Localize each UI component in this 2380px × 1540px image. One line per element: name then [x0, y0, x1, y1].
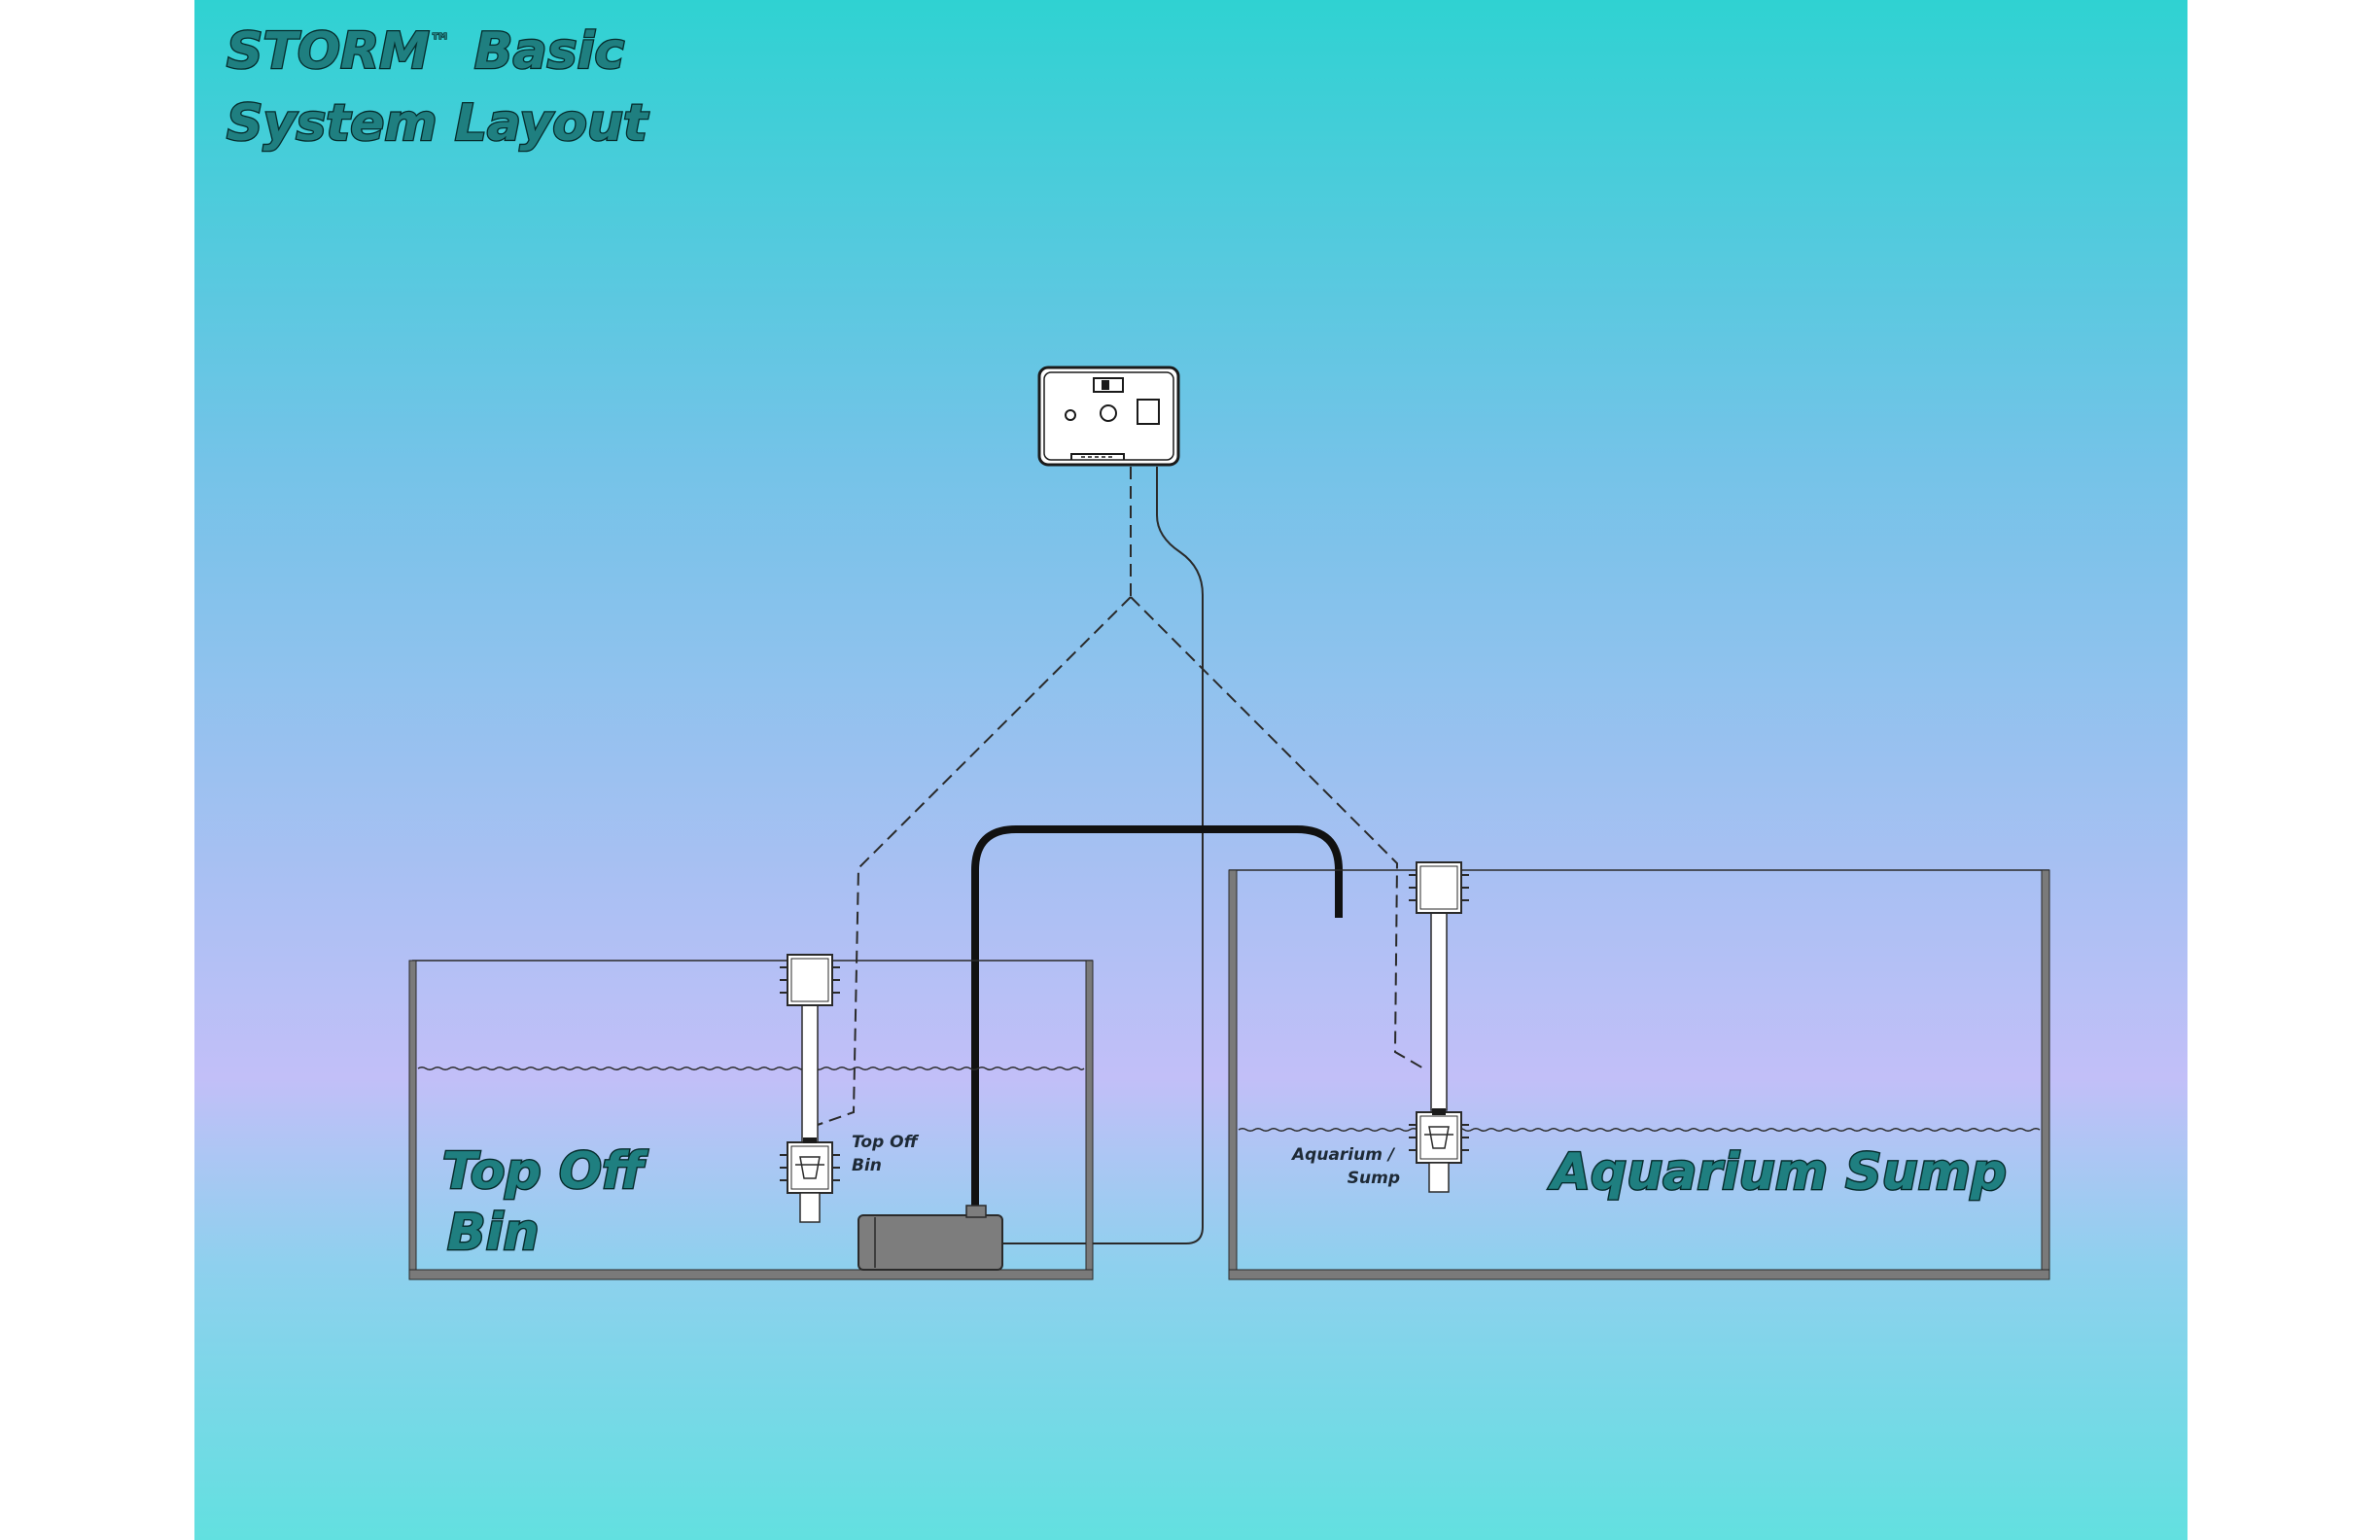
title-line-1: STORM™ Basic: [227, 22, 624, 81]
trademark-symbol: ™: [430, 30, 451, 54]
sump-sensor-label-line-2: Sump: [1348, 1169, 1400, 1188]
title-edition: Basic: [474, 22, 625, 81]
top-off-sensor-label-line-2: Bin: [852, 1156, 882, 1175]
aquarium-sump-label: Aquarium Sump: [1548, 1143, 2007, 1202]
sump-sensor-label-line-1: Aquarium /: [1290, 1145, 1396, 1165]
top-off-bin-label-line-2: Bin: [447, 1204, 539, 1262]
pump-icon: [858, 1206, 1002, 1270]
title-line-2: System Layout: [227, 94, 649, 153]
top-off-sensor-label-line-1: Top Off: [852, 1133, 920, 1152]
background-panel: [194, 0, 2188, 1540]
controller-unit-icon: [1039, 368, 1178, 465]
title-brand: STORM: [227, 22, 430, 81]
top-off-bin-label-line-1: Top Off: [442, 1142, 648, 1201]
